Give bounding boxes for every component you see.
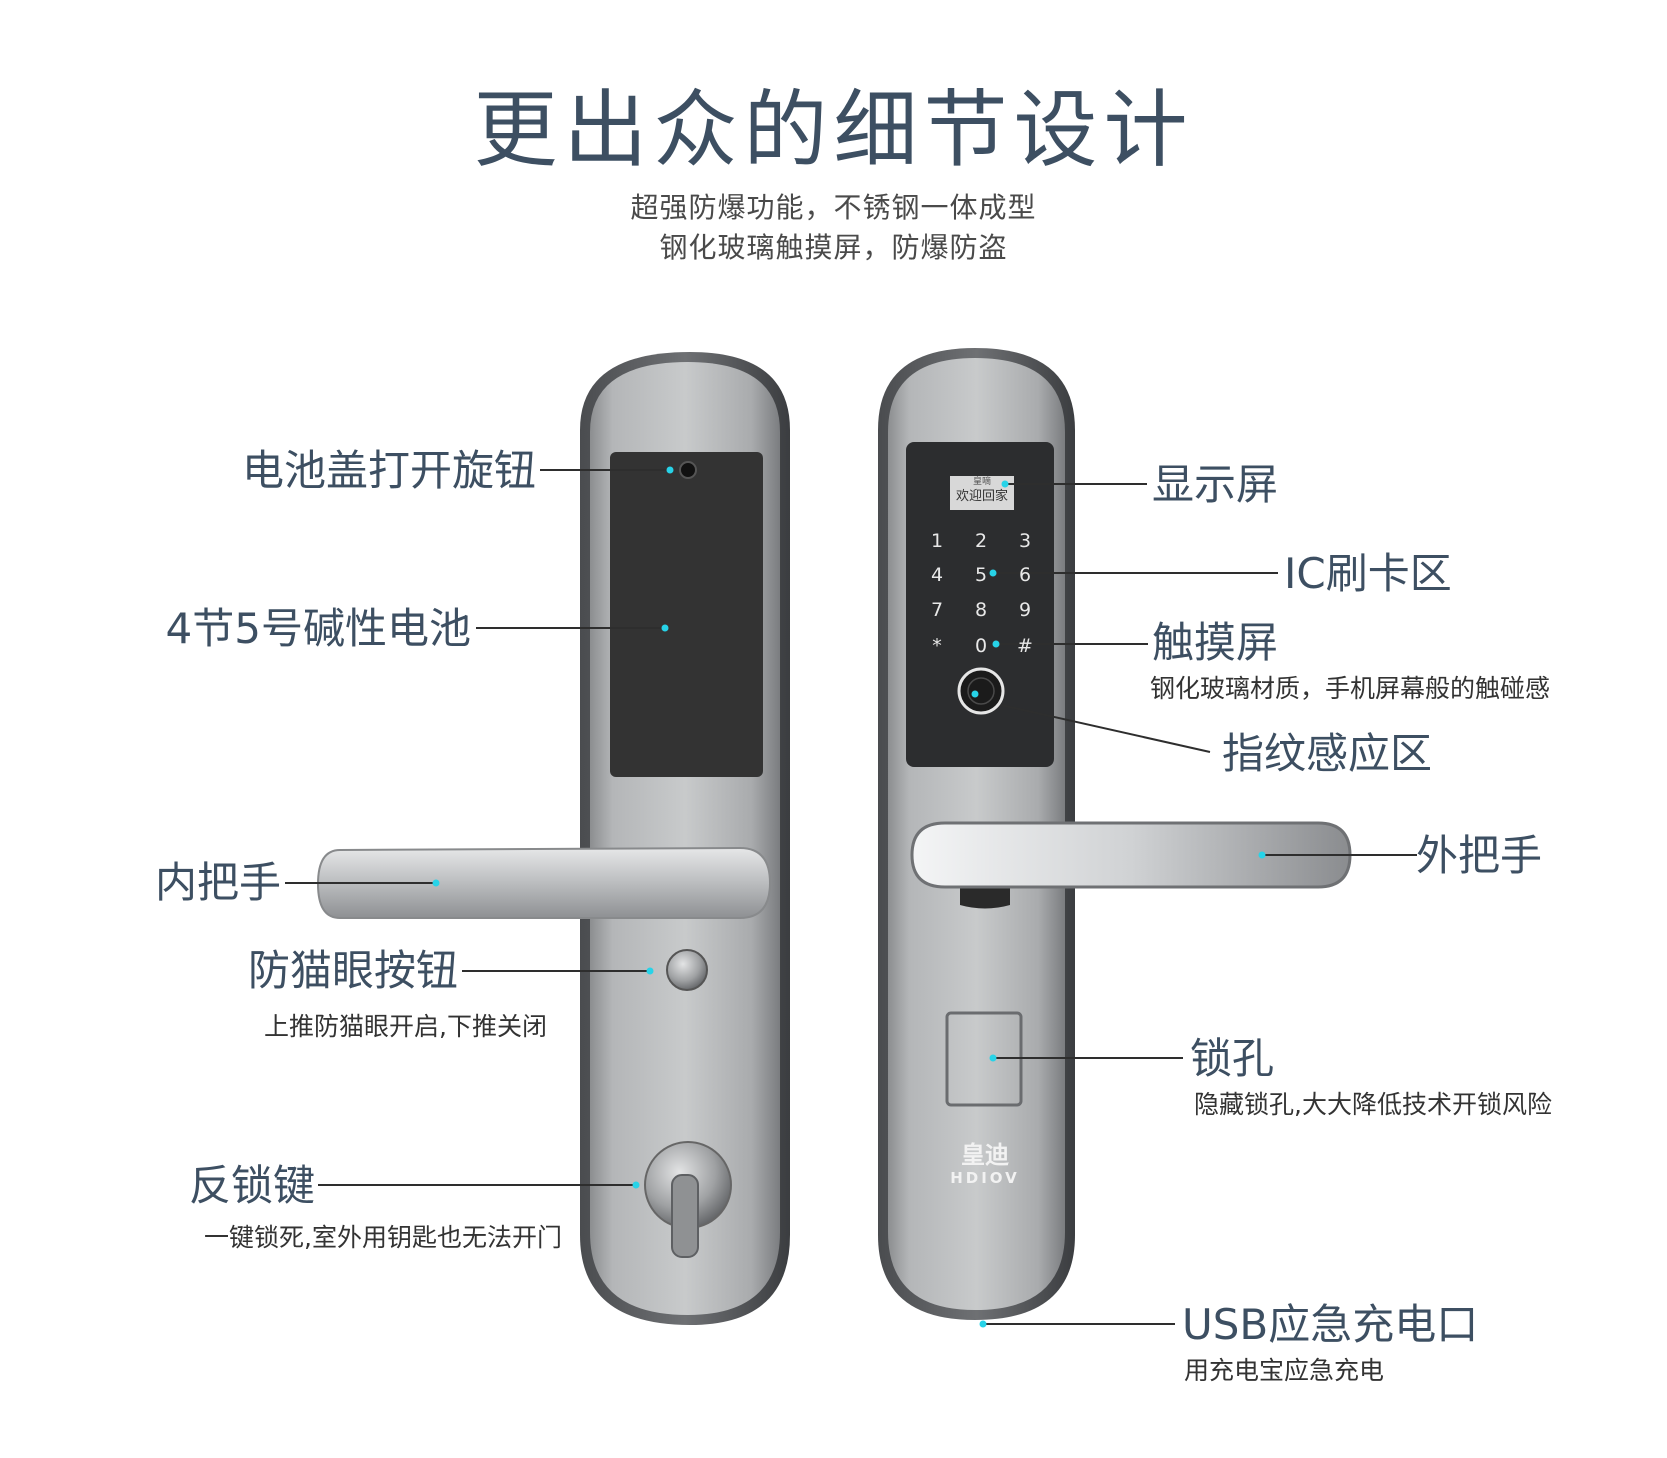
peephole-button-label: 防猫眼按钮 (247, 946, 458, 995)
keypad-key-star[interactable]: * (932, 635, 942, 657)
subtitle-line-1: 超强防爆功能，不锈钢一体成型 (630, 191, 1037, 224)
display-label: 显示屏 (1152, 460, 1279, 509)
peephole-button-desc: 上推防猫眼开启,下推关闭 (264, 1012, 547, 1041)
keypad-key-8[interactable]: 8 (974, 599, 988, 621)
keypad-key-3[interactable]: 3 (1018, 530, 1032, 552)
leader-lines (285, 469, 1417, 1325)
subtitle-line-2: 钢化玻璃触摸屏，防爆防盗 (659, 231, 1008, 264)
keypad-key-1[interactable]: 1 (930, 530, 944, 552)
keypad-key-5[interactable]: 5 (974, 564, 988, 586)
keypad-key-2[interactable]: 2 (974, 530, 988, 552)
keyhole-label: 锁孔 (1190, 1034, 1275, 1083)
battery-knob-label: 电池盖打开旋钮 (241, 446, 536, 495)
keypad-key-6[interactable]: 6 (1018, 564, 1032, 586)
keypad-key-9[interactable]: 9 (1018, 599, 1032, 621)
deadlock-key-label: 反锁键 (188, 1161, 315, 1210)
touchscreen-desc: 钢化玻璃材质，手机屏幕般的触碰感 (1150, 674, 1551, 703)
inner-handle-label: 内把手 (154, 858, 281, 907)
page-title: 更出众的细节设计 (473, 81, 1194, 179)
outer-lock-plate (878, 348, 1352, 1320)
deadlock-key-desc: 一键锁死,室外用钥匙也无法开门 (204, 1223, 562, 1252)
inner-lock-plate (316, 352, 790, 1325)
touchscreen-label: 触摸屏 (1152, 618, 1279, 667)
callout-dots (432, 466, 1266, 1328)
keyhole-desc: 隐藏锁孔,大大降低技术开锁风险 (1194, 1090, 1552, 1119)
fingerprint-label: 指纹感应区 (1222, 729, 1433, 778)
keypad-key-0[interactable]: 0 (974, 635, 988, 657)
battery-label: 4节5号碱性电池 (165, 604, 471, 653)
brand-logo-en: HDIOV (950, 1169, 1020, 1187)
brand-logo-cn: 皇迪 (961, 1141, 1009, 1169)
keypad-key-hash[interactable]: # (1017, 635, 1033, 657)
lcd-welcome-text: 欢迎回家 (955, 489, 1008, 504)
usb-port-label: USB应急充电口 (1182, 1300, 1479, 1349)
keypad-key-7[interactable]: 7 (930, 599, 944, 621)
ic-card-label: IC刷卡区 (1284, 549, 1452, 598)
outer-handle-label: 外把手 (1416, 831, 1543, 880)
usb-port-desc: 用充电宝应急充电 (1184, 1356, 1385, 1385)
lcd-brand: 皇嘀 (972, 477, 991, 487)
keypad-key-4[interactable]: 4 (930, 564, 944, 586)
